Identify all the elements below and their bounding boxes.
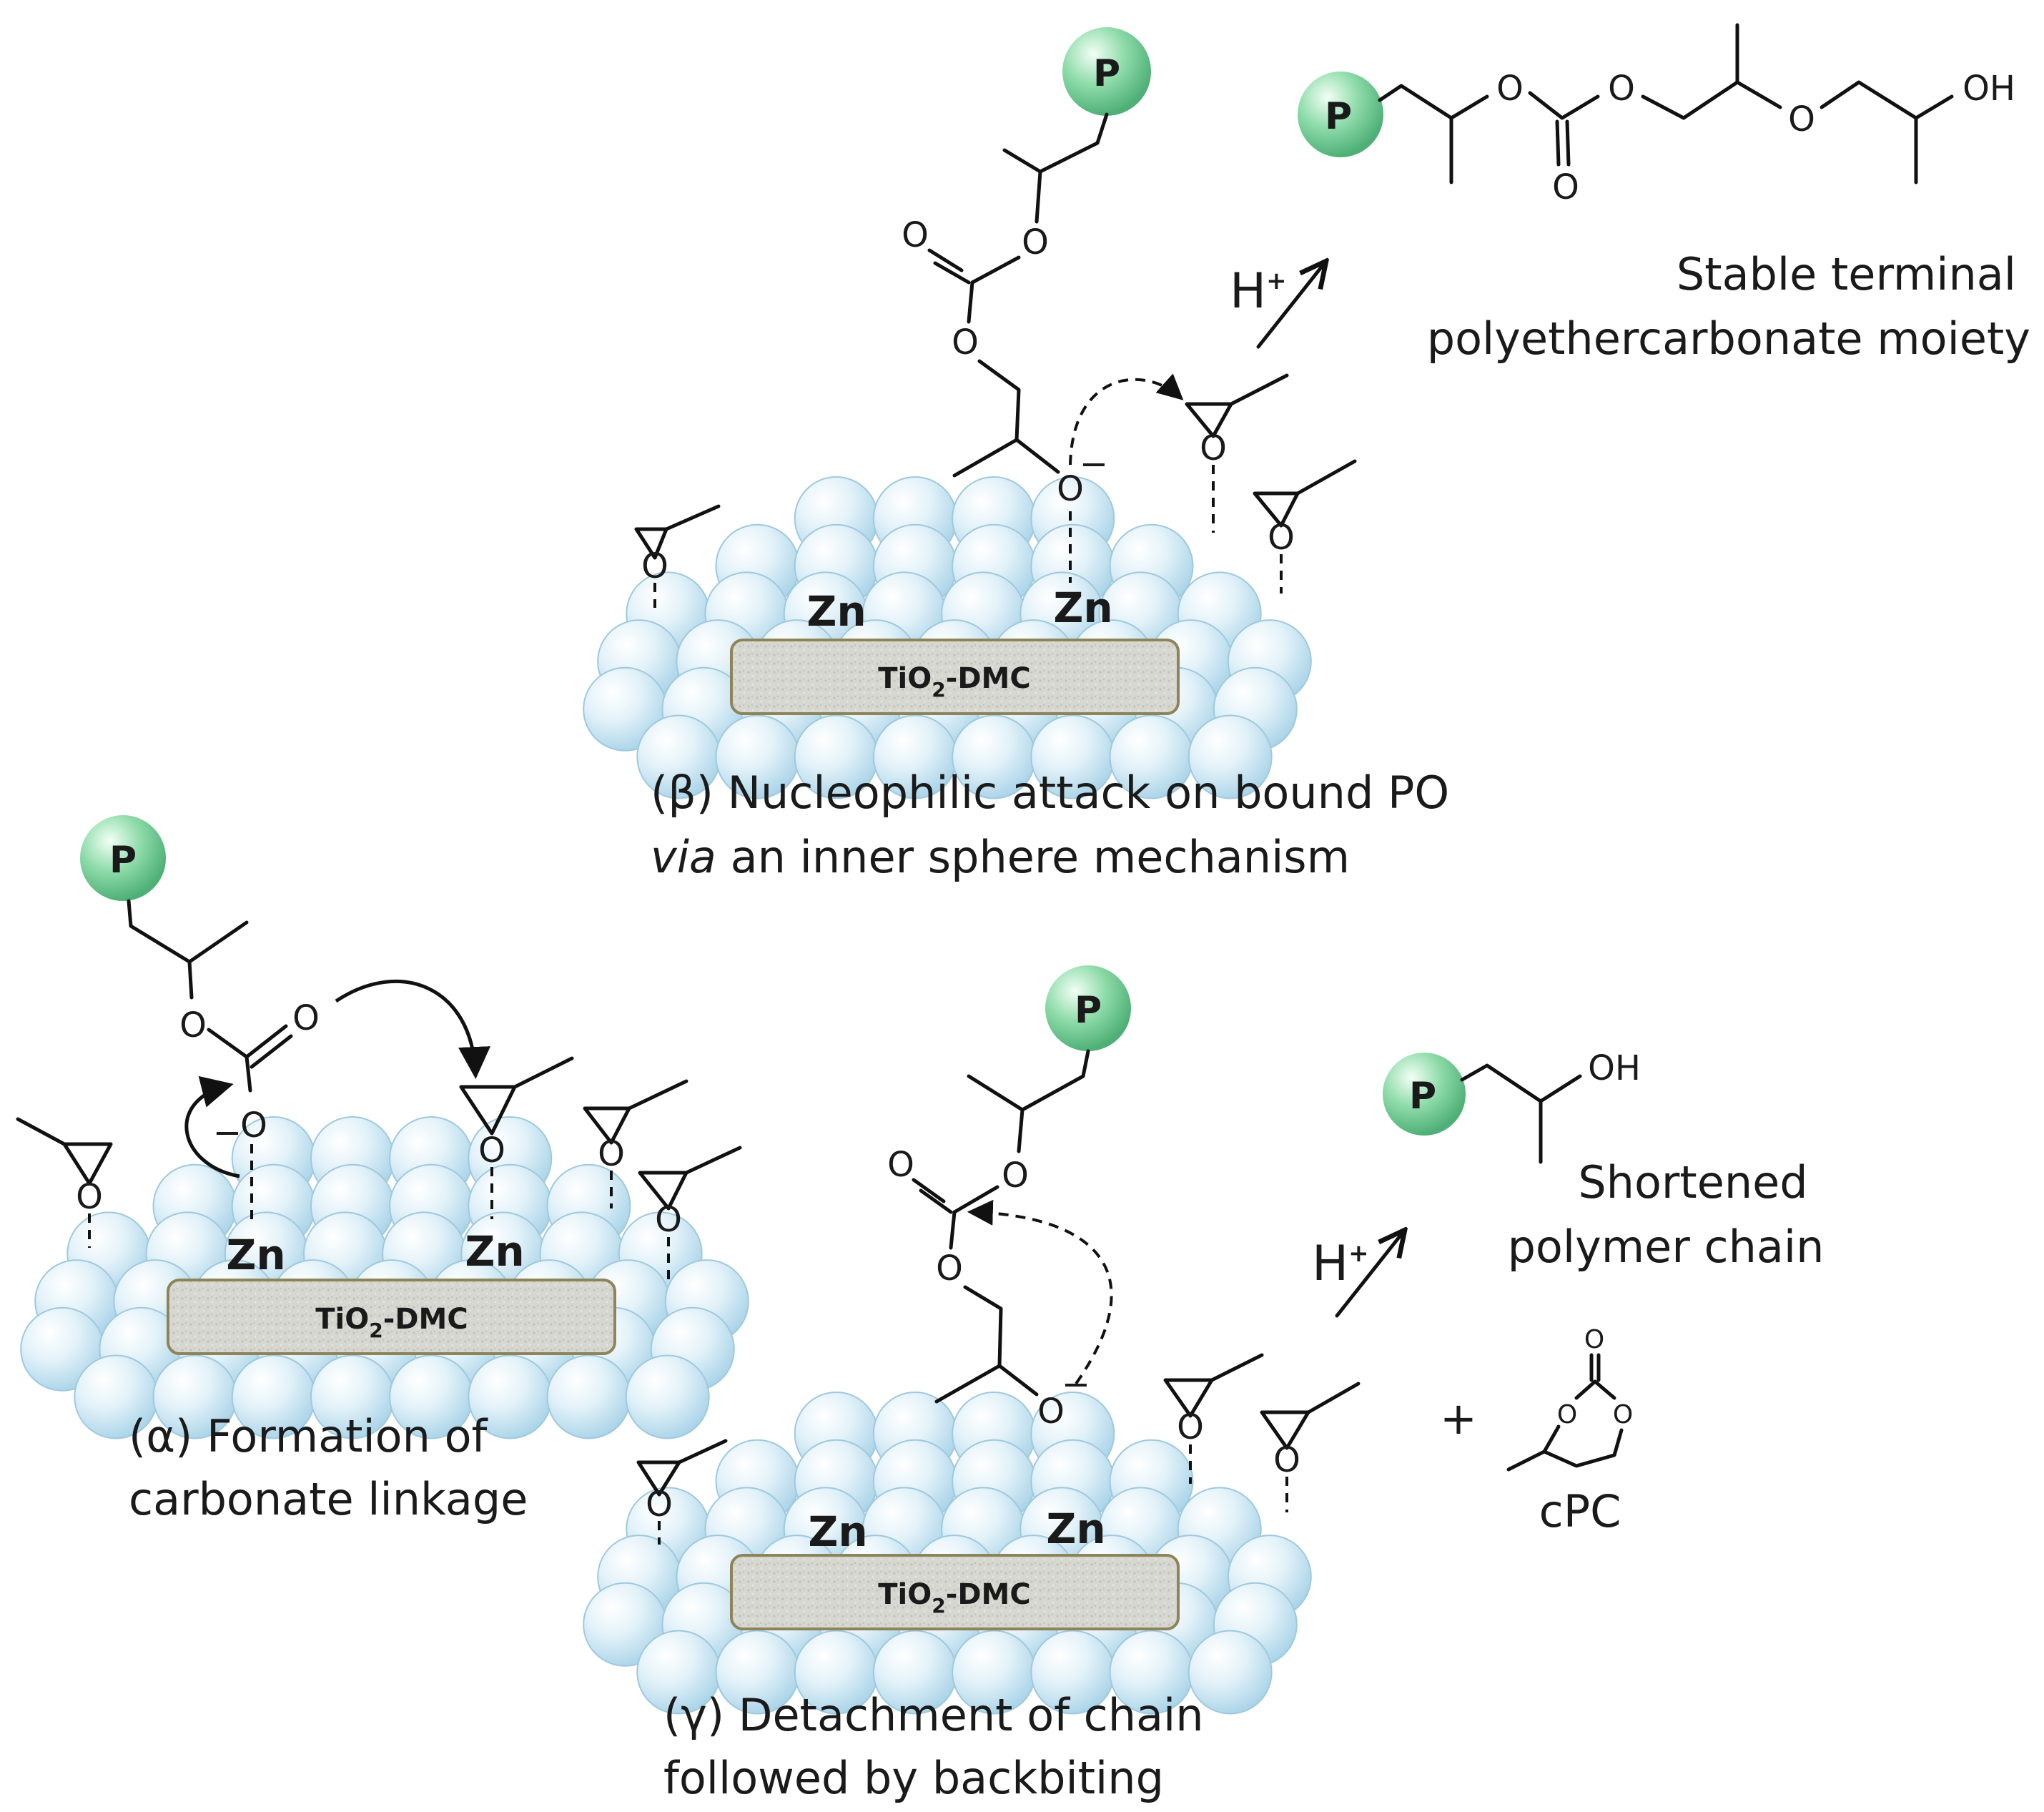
svg-text:O: O (655, 1200, 682, 1240)
svg-text:O: O (598, 1134, 625, 1174)
svg-text:O: O (1788, 99, 1815, 139)
svg-text:O: O (1200, 428, 1227, 468)
svg-text:P: P (109, 839, 137, 882)
svg-text:TiO2-DMC: TiO2-DMC (315, 1303, 468, 1342)
proton-release: H+ (1230, 263, 1287, 320)
plus-sign: + (1440, 1392, 1477, 1444)
support-slab: TiO2-DMC (730, 1554, 1180, 1630)
catalyst-sphere (1188, 714, 1273, 799)
catalyst-surface (583, 476, 1312, 799)
svg-text:O: O (76, 1177, 103, 1217)
support-slab: TiO2-DMC (730, 639, 1180, 715)
catalyst-sphere (1188, 1630, 1273, 1715)
proton-release: H+ (1312, 1236, 1369, 1292)
zinc-site-label: Zn (806, 587, 866, 636)
bound-propylene-oxide: O (459, 1056, 574, 1219)
shortened-chain-product: P OH (1383, 1048, 1641, 1164)
product-label: polyethercarbonate moiety (1427, 312, 2030, 365)
svg-text:O: O (1552, 167, 1579, 207)
panel-caption: (γ) Detachment of chain (663, 1689, 1204, 1741)
zinc-site-label: Zn (465, 1227, 524, 1276)
growing-polymer-chain: P O O O − (80, 815, 490, 1226)
bound-propylene-oxide: O (1163, 1353, 1264, 1484)
svg-text:O: O (646, 1484, 673, 1525)
svg-text:O: O (1177, 1407, 1204, 1447)
bound-propylene-oxide: O (1185, 373, 1289, 533)
svg-text:O: O (1037, 1392, 1065, 1432)
svg-text:P: P (1075, 989, 1102, 1032)
panel-alpha: TiO2-DMC Zn Zn P O O O − O (16, 815, 749, 1525)
bound-propylene-oxide: O (638, 1146, 742, 1284)
panel-caption: (β) Nucleophilic attack on bound PO (651, 767, 1449, 819)
bound-propylene-oxide: O (583, 1079, 688, 1208)
panel-caption: followed by backbiting (663, 1752, 1164, 1804)
svg-text:O: O (1057, 469, 1084, 509)
svg-text:O: O (1557, 1400, 1577, 1429)
svg-text:O: O (1613, 1400, 1633, 1429)
zinc-site-label: Zn (1053, 584, 1112, 632)
catalyst-surface (20, 1116, 749, 1439)
catalyst-sphere (546, 1354, 631, 1439)
cyclic-propylene-carbonate: O O O (1506, 1325, 1633, 1472)
svg-text:O: O (292, 998, 320, 1038)
svg-text:−: − (1062, 1364, 1090, 1404)
svg-text:O: O (179, 1005, 207, 1045)
polymer-bead-label: P (1093, 52, 1120, 95)
svg-text:O: O (1584, 1325, 1604, 1354)
svg-text:O: O (1268, 518, 1295, 558)
support-suffix: -DMC (946, 662, 1031, 695)
svg-text:O: O (936, 1249, 963, 1289)
proton-arrow (1335, 1230, 1405, 1318)
bound-propylene-oxide: O (1260, 1382, 1361, 1512)
svg-text:OH: OH (1962, 69, 2015, 109)
catalyst-surface (583, 1392, 1312, 1715)
catalyst-sphere (625, 1354, 710, 1439)
panel-caption: carbonate linkage (129, 1473, 528, 1525)
svg-text:O: O (1608, 69, 1635, 109)
svg-text:TiO2-DMC: TiO2-DMC (878, 1578, 1030, 1617)
zinc-site-label: Zn (808, 1507, 867, 1556)
bound-propylene-oxide: O (634, 504, 721, 608)
svg-text:P: P (1325, 95, 1352, 138)
product-label: polymer chain (1508, 1221, 1825, 1273)
zinc-site-label: Zn (1046, 1505, 1105, 1553)
svg-text:TiO2-DMC: TiO2-DMC (878, 662, 1030, 701)
svg-text:−: − (1080, 444, 1108, 484)
support-subscript: 2 (932, 678, 945, 701)
panel-caption: (α) Formation of (129, 1410, 489, 1462)
bound-propylene-oxide: O (636, 1439, 728, 1545)
svg-text:OH: OH (1588, 1048, 1641, 1088)
panel-caption: via an inner sphere mechanism (651, 831, 1350, 883)
bound-propylene-oxide: O (1253, 459, 1357, 594)
bound-propylene-oxide: O (16, 1117, 113, 1248)
svg-text:−: − (213, 1113, 242, 1153)
svg-text:P: P (1409, 1075, 1436, 1118)
stable-terminal-product: P O O O O OH (1298, 23, 2015, 207)
svg-text:O: O (478, 1131, 505, 1171)
svg-text:O: O (1496, 69, 1524, 109)
zinc-site-label: Zn (226, 1231, 285, 1279)
support-slab: TiO2-DMC (167, 1279, 616, 1355)
svg-text:O: O (1273, 1440, 1300, 1480)
svg-text:O: O (240, 1106, 267, 1146)
product-label: Stable terminal (1677, 248, 2016, 300)
svg-text:O: O (1002, 1156, 1029, 1196)
product-label: Shortened (1578, 1156, 1807, 1208)
growing-polymer-chain: P O O O O − (887, 965, 1131, 1432)
panel-gamma: TiO2-DMC Zn Zn P O O O O − O (583, 965, 1824, 1804)
svg-text:O: O (641, 546, 668, 586)
cpc-label: cPC (1539, 1485, 1621, 1537)
panel-beta: TiO2-DMC Zn Zn O O O P (583, 23, 2030, 883)
svg-text:O: O (1022, 222, 1049, 262)
svg-text:O: O (952, 322, 979, 363)
svg-text:O: O (887, 1145, 914, 1185)
proton-arrow (1256, 261, 1326, 349)
svg-text:O: O (902, 215, 929, 255)
growing-polymer-chain: P O O O O − (902, 27, 1184, 583)
support-label: TiO (878, 662, 932, 695)
